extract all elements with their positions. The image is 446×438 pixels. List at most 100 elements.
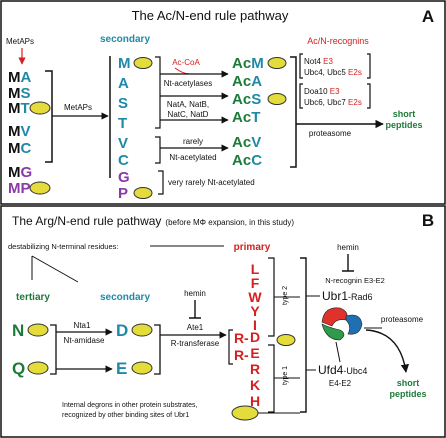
mid-residue-c: C	[118, 152, 129, 169]
n-residue: N	[12, 321, 24, 340]
left-residue-1: MS	[8, 85, 31, 102]
mid-residue-s: S	[118, 95, 128, 112]
metaps-mid-label: MetAPs	[64, 103, 92, 112]
not4-line2: Ubc4, Ubc5 E2s	[304, 68, 362, 77]
ubr1-blue-shape	[345, 314, 363, 335]
panel-b-subtitle: (before MΦ expansion, in this study)	[165, 218, 294, 227]
type2-label: type 2	[282, 286, 289, 305]
acoa-curve	[174, 67, 191, 75]
ate1-label: Ate1	[187, 323, 204, 332]
left-residue-3: MV	[8, 123, 31, 140]
internal-degron-oval	[231, 405, 259, 421]
left-residue-x: A	[21, 69, 32, 86]
ac-protein-oval	[267, 57, 287, 69]
primary-label: primary	[234, 242, 271, 253]
panel-a: The Ac/N-end rule pathway A MetAPs MAMSM…	[0, 0, 446, 205]
short-peptides-b-2: peptides	[389, 389, 426, 399]
acoa-label: Ac-CoA	[172, 58, 200, 67]
hemin-left-label: hemin	[184, 289, 206, 298]
primary-residue-w: W	[248, 289, 262, 305]
panel-b-frame	[0, 205, 446, 438]
left-residue-6: MP	[8, 180, 31, 197]
rd-r: R	[234, 330, 244, 346]
destabilizing-label: destabilizing N-terminal residues:	[8, 242, 118, 251]
left-residue-x: V	[21, 123, 31, 140]
left-protein-oval	[29, 181, 51, 195]
not4-line1: Not4 E3	[304, 57, 333, 66]
left-residue-4: MC	[8, 140, 32, 157]
ac-residue-s: AcS	[232, 91, 261, 108]
q-residue: Q	[12, 359, 25, 378]
ubr1-label: Ubr1-Rad6	[322, 289, 373, 303]
ac-residue-v: AcV	[232, 134, 261, 151]
ufd4-label: Ufd4-Ubc4	[318, 363, 367, 377]
rde-bracket	[228, 329, 233, 365]
mid-residue-g: G	[118, 169, 130, 186]
doa10-line1: Doa10 E3	[304, 87, 340, 96]
ubc4-name: -Ubc4	[343, 366, 367, 376]
nat-line1: NatA, NatB,	[167, 100, 209, 109]
rarely-label: rarely	[183, 137, 203, 146]
left-residue-x: P	[21, 180, 31, 197]
left-residue-m: M	[8, 164, 21, 181]
panel-a-title: The Ac/N-end rule pathway	[132, 8, 289, 23]
primary-residue-d: D	[250, 329, 260, 345]
e-protein-oval	[131, 361, 153, 375]
r-transferase-text: R-transferase	[171, 339, 220, 348]
mid-protein-oval	[133, 57, 153, 69]
ubr1-complex	[321, 307, 363, 341]
mid-bracket-mast	[155, 56, 161, 129]
left-residue-x: S	[21, 85, 31, 102]
recognins-label: Ac/N-recognins	[307, 36, 369, 46]
nt-acetylated-label: Nt-acetylated	[169, 153, 216, 162]
left-residue-m: M	[8, 180, 21, 197]
n-protein-oval	[27, 323, 49, 337]
very-rarely-label: very rarely Nt-acetylated	[168, 178, 255, 187]
de-bracket	[154, 324, 161, 375]
ufd4-name: Ufd4	[318, 363, 344, 377]
ac-residue-letter: C	[251, 152, 262, 169]
d-residue: D	[116, 321, 128, 340]
e4e2-label: E4-E2	[329, 379, 352, 388]
internal-line2: recognized by other binding sites of Ubr…	[62, 412, 189, 419]
ac-residue-letter: S	[251, 91, 261, 108]
proteasome-label-b: proteasome	[381, 315, 424, 324]
type1-label: type 1	[282, 366, 289, 385]
tree-lines	[31, 255, 79, 283]
left-protein-oval	[29, 101, 51, 115]
ac-residue-letter: T	[251, 109, 260, 126]
left-residue-m: M	[8, 123, 21, 140]
panel-a-frame	[0, 0, 446, 205]
e-residue: E	[116, 359, 127, 378]
panel-b-letter: B	[422, 211, 434, 230]
ubr1-red-shape	[321, 307, 348, 327]
tertiary-label: tertiary	[16, 292, 50, 303]
mid-bracket-vc	[155, 136, 161, 164]
primary-residue-e: E	[250, 345, 259, 361]
nq-bracket	[50, 324, 57, 375]
left-residue-m: M	[8, 140, 21, 157]
ac-protein-oval	[267, 93, 287, 105]
secondary-label-a: secondary	[100, 34, 150, 45]
primary-residue-f: F	[251, 275, 260, 291]
re-r: R	[234, 347, 244, 363]
ac-residue-letter: V	[251, 134, 261, 151]
left-residue-2: MT	[8, 100, 30, 117]
hemin-right-inhibit	[342, 254, 354, 272]
ac-residue-c: AcC	[232, 152, 262, 169]
n-recognin-label: N-recognin E3-E2	[325, 276, 385, 285]
nta1-label: Nta1	[74, 321, 91, 330]
ac-bracket	[290, 56, 297, 168]
left-residue-m: M	[8, 85, 21, 102]
left-residue-m: M	[8, 100, 21, 117]
mid-residue-v: V	[118, 135, 128, 152]
big-bracket	[300, 257, 307, 413]
primary-residue-y: Y	[250, 303, 260, 319]
ac-residue-letter: A	[251, 73, 262, 90]
not4-e2s: E2s	[348, 68, 362, 77]
proteasome-arrow-b	[365, 329, 410, 373]
ubr1-name: Ubr1	[322, 289, 348, 303]
